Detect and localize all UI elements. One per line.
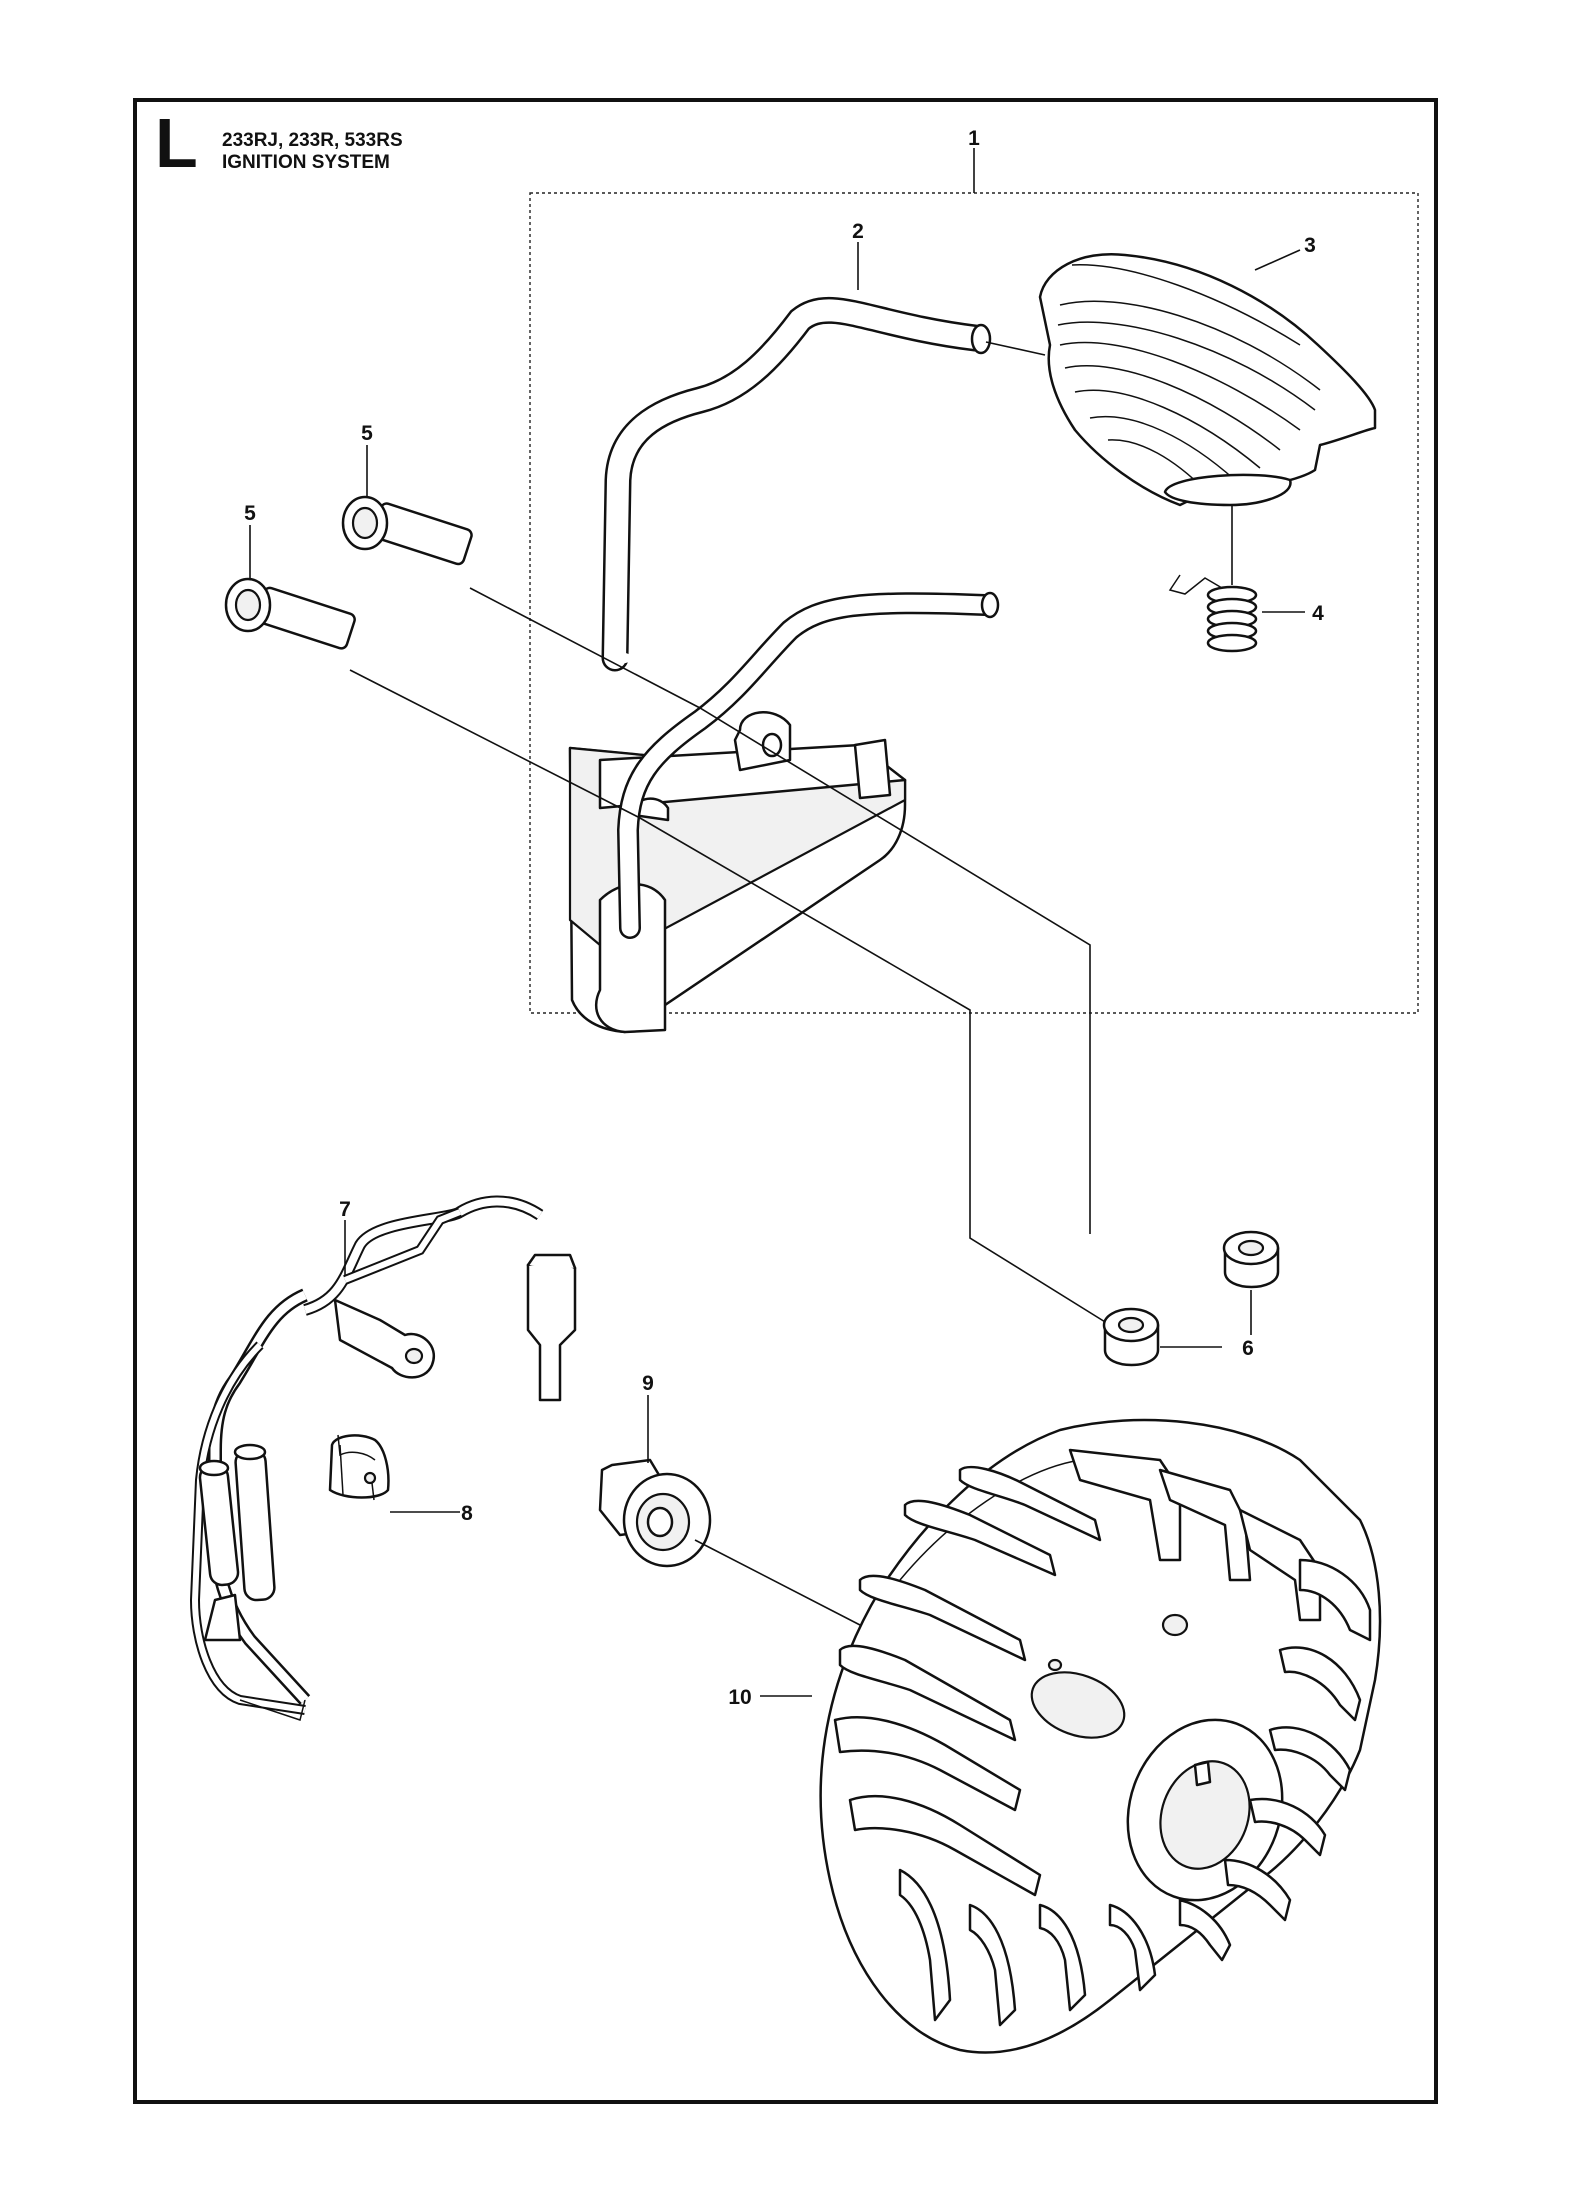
- callout-6: 6: [1242, 1337, 1254, 1360]
- part-4-spring: [1168, 505, 1258, 653]
- leader-3: [1254, 249, 1301, 271]
- section-letter: L: [155, 104, 198, 182]
- part-3-spark-plug-cap: [1038, 252, 1377, 507]
- part-6-washer-upper: [1222, 1230, 1280, 1289]
- callout-5-lower: 5: [244, 502, 256, 525]
- leader-9b: [694, 1539, 861, 1626]
- leader-screw-upper: [469, 587, 1091, 1234]
- drawing-frame: [133, 98, 1438, 2104]
- part-9-flywheel-nut: [598, 1458, 712, 1568]
- diagram-title: IGNITION SYSTEM: [222, 152, 390, 173]
- part-6-washer-lower: [1102, 1307, 1160, 1367]
- callout-9: 9: [642, 1372, 654, 1395]
- callout-7: 7: [339, 1198, 351, 1221]
- callout-10: 10: [728, 1686, 751, 1709]
- callout-8: 8: [461, 1502, 473, 1525]
- callout-1: 1: [968, 127, 980, 150]
- part-5-screw-lower: [224, 577, 356, 650]
- model-list: 233RJ, 233R, 533RS: [222, 130, 403, 151]
- part-2-hv-lead: [601, 296, 992, 672]
- part-8-grommet: [328, 1434, 390, 1501]
- callout-4: 4: [1312, 602, 1324, 625]
- leader-2b: [985, 341, 1046, 356]
- part-10-flywheel: [819, 1418, 1382, 2054]
- part-7-wire-harness: [189, 1195, 577, 1721]
- leader-screw-lower: [349, 669, 1111, 1326]
- callout-3: 3: [1304, 234, 1316, 257]
- part-5-screw-upper: [341, 495, 473, 566]
- callout-2: 2: [852, 220, 864, 243]
- callout-5-upper: 5: [361, 422, 373, 445]
- title-block: 233RJ, 233R, 533RS IGNITION SYSTEM: [222, 130, 403, 174]
